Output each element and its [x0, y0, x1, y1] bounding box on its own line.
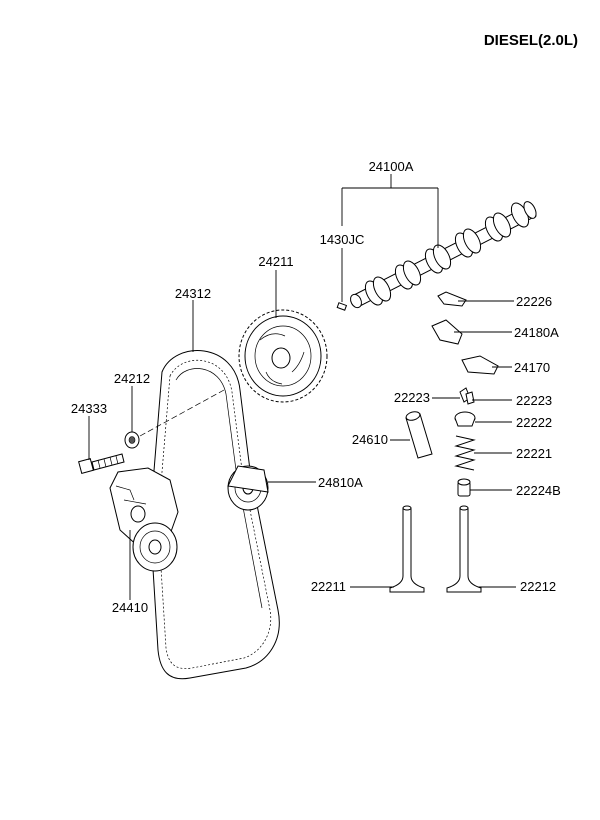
label-24410: 24410 [112, 600, 148, 615]
label-24170: 24170 [514, 360, 550, 375]
diagram-title: DIESEL(2.0L) [484, 32, 578, 49]
tensioner [109, 467, 179, 572]
label-22224B: 22224B [516, 483, 561, 498]
label-24211: 24211 [258, 254, 293, 269]
label-22221: 22221 [516, 446, 552, 461]
hydraulic-lifter [405, 411, 433, 459]
label-24212: 24212 [114, 371, 150, 386]
rocker-arm-small [437, 291, 467, 307]
label-24810A: 24810A [318, 475, 363, 490]
valve-keeper [459, 387, 475, 405]
valve-stem-seal [457, 478, 471, 497]
rocker-arm-pad [461, 355, 499, 375]
idler-pulley [227, 465, 269, 511]
rocker-arm [431, 319, 463, 345]
label-24100A: 24100A [369, 159, 414, 174]
washer [124, 431, 140, 449]
label-24610: 24610 [352, 432, 388, 447]
label-22212: 22212 [520, 579, 556, 594]
spring-retainer [454, 411, 476, 427]
label-24180A: 24180A [514, 325, 559, 340]
label-22226: 22226 [516, 294, 552, 309]
label-22211: 22211 [311, 579, 346, 594]
timing-belt [149, 350, 280, 680]
camshaft [350, 201, 537, 309]
label-22222: 22222 [516, 415, 552, 430]
bolt [78, 453, 125, 474]
label-22223-left: 22223 [394, 390, 430, 405]
label-24312: 24312 [175, 286, 211, 301]
label-22223-right: 22223 [516, 393, 552, 408]
label-24333: 24333 [71, 401, 107, 416]
intake-valve [389, 505, 425, 593]
camshaft-sprocket [238, 309, 328, 403]
camshaft-pin [336, 302, 348, 311]
exhaust-valve [446, 505, 482, 593]
valve-spring [454, 435, 476, 471]
label-1430JC: 1430JC [320, 232, 365, 247]
leader-lines [88, 174, 516, 600]
